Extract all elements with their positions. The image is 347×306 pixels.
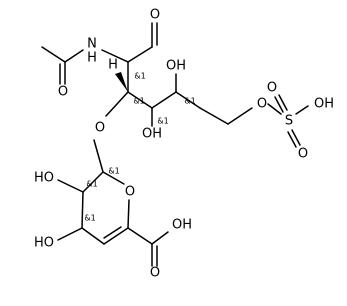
- bond-c1-c2: [127, 46, 153, 63]
- atom-s-o-top: O: [267, 81, 277, 96]
- bond-c2-n: [101, 49, 129, 63]
- bond-c3-c4: [127, 91, 153, 109]
- bond-c3-ether-o: [105, 91, 129, 117]
- bond-s-o-top-b: [278, 94, 288, 111]
- bond-c7-o6: [227, 107, 253, 125]
- bond-s-o-bottom-b: [287, 131, 297, 148]
- bond-r5-r4-double-a: [103, 227, 129, 245]
- bond-ether-o-r1: [93, 139, 104, 173]
- atom-oh-r2: HO: [34, 171, 54, 186]
- atom-s-oh: OH: [314, 97, 334, 112]
- bond-c6-c7: [199, 107, 229, 125]
- atom-amide-n: N: [87, 37, 97, 52]
- atom-labels: O N H O H OH OH O O S O O OH O HO HO OH …: [34, 8, 334, 281]
- atom-aldehyde-o: O: [150, 8, 160, 23]
- bond-r1-ring-o: [102, 171, 125, 185]
- atom-s: S: [285, 114, 293, 129]
- stereo-c5: &1: [184, 97, 195, 106]
- atom-amide-h: H: [87, 51, 97, 66]
- bond-n-cco: [64, 49, 84, 63]
- stereo-c4: &1: [157, 117, 168, 126]
- atom-oh-c5: OH: [166, 59, 186, 74]
- stereo-c3: &1: [133, 97, 144, 106]
- bond-r5-cooh: [127, 227, 153, 245]
- stereo-labels: &1 &1 &1 &1 &1 &1 &1: [84, 72, 195, 223]
- stereo-c2: &1: [134, 72, 145, 81]
- atom-cooh-o: O: [150, 266, 160, 281]
- stereo-r1: &1: [108, 167, 119, 176]
- atom-oh-c4: OH: [142, 127, 162, 142]
- bond-c5-c6: [175, 91, 201, 109]
- atom-amide-o: O: [58, 85, 68, 100]
- stereo-r2: &1: [86, 180, 97, 189]
- atom-oh-r3: HO: [34, 236, 54, 251]
- bond-r3-r2: [81, 191, 84, 229]
- atom-ether-o: O: [95, 121, 105, 136]
- atom-cooh-oh: OH: [172, 218, 192, 233]
- atom-o6: O: [257, 97, 267, 112]
- bond-s-o-top-a: [274, 96, 284, 113]
- bond-r3-oh: [57, 227, 83, 241]
- bond-r2-oh: [57, 179, 84, 193]
- bond-r4-r3: [81, 227, 105, 245]
- bond-r1-r2: [82, 171, 104, 193]
- bonds: [41, 22, 309, 267]
- bond-cooh-oh: [151, 231, 169, 245]
- bond-s-oh: [295, 105, 309, 115]
- bond-r5-r4-double-b: [103, 226, 122, 239]
- atom-h-c3: H: [108, 58, 118, 73]
- stereo-r3: &1: [84, 214, 95, 223]
- wedge-c3-h: [115, 72, 128, 92]
- atom-s-o-bottom: O: [298, 147, 308, 162]
- bond-s-o-bottom-a: [291, 129, 301, 146]
- bond-ring-o-r5: [127, 199, 130, 229]
- atom-ring-o: O: [125, 185, 135, 200]
- bond-c4-c5: [151, 91, 177, 109]
- bond-cco-ch3: [41, 46, 66, 63]
- bond-o6-s: [267, 103, 282, 115]
